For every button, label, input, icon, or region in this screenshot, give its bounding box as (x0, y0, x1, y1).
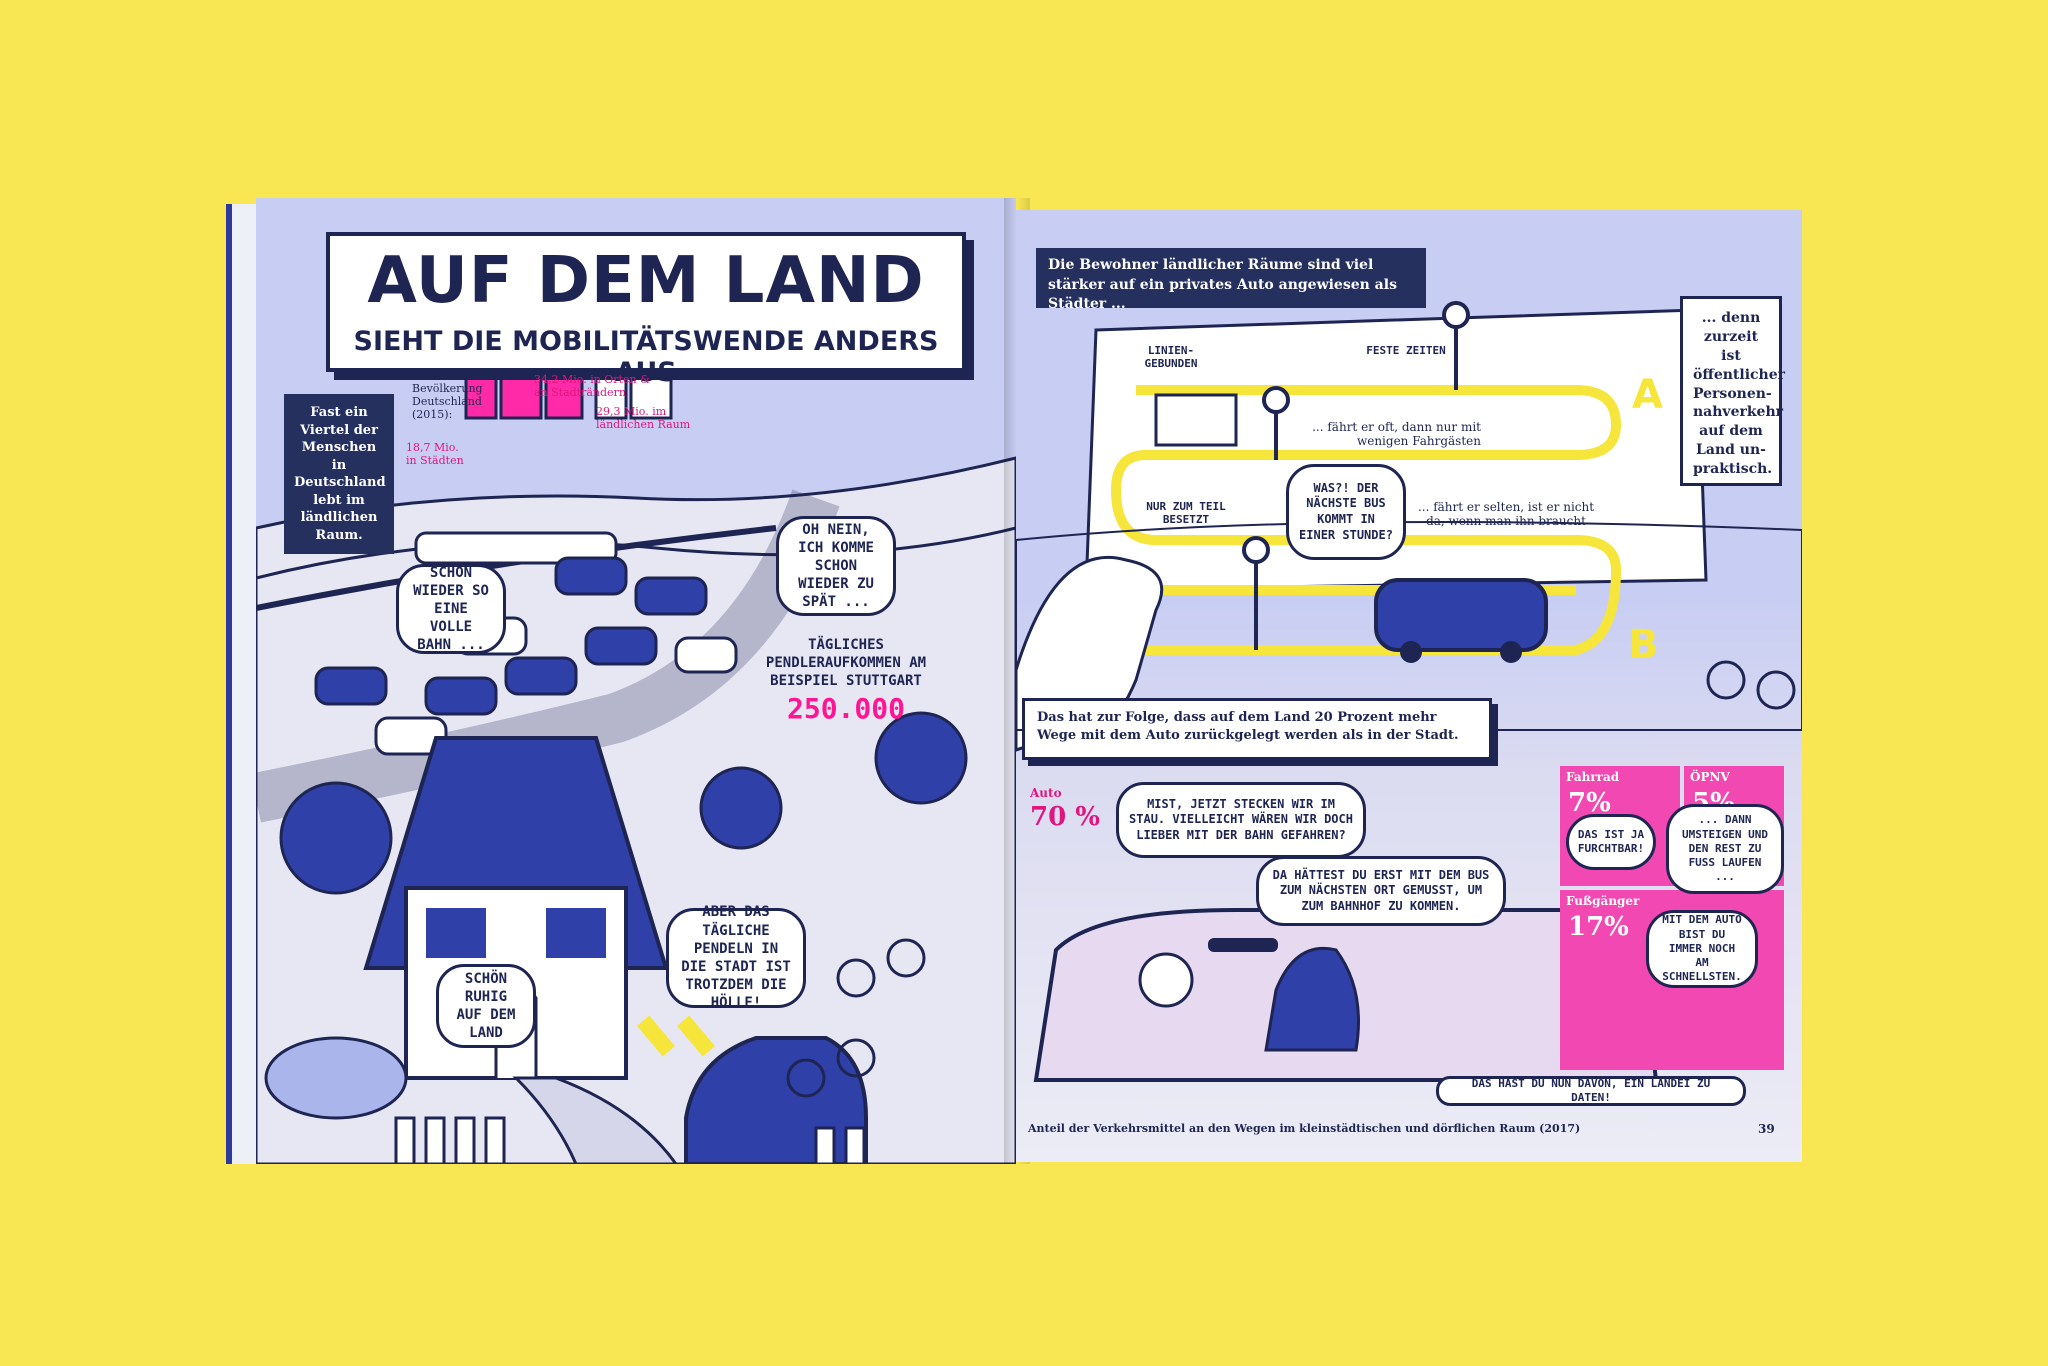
population-heading: Bevölkerung Deutschland (2015): (412, 382, 483, 422)
bubble-traffic-jam: MIST, JETZT STECKEN WIR IM STAU. VIELLEI… (1116, 782, 1366, 858)
driver-man (1138, 952, 1194, 1008)
bubble-commute-hell: ABER DAS TÄGLICHE PENDELN IN DIE STADT I… (666, 904, 806, 1011)
side-note-box: ... denn zurzeit ist öffentlicher Person… (1680, 296, 1785, 486)
bubble-furchtbar: DAS IST JA FURCHTBAR! (1566, 814, 1656, 870)
label-besetzt: NUR ZUM TEIL BESETZT (1146, 500, 1226, 526)
title-box: AUF DEM LAND SIEHT DIE MOBILITÄTSWENDE A… (326, 232, 966, 388)
intro-box: Die Bewohner ländlicher Räume sind viel … (1036, 248, 1426, 312)
bus (1374, 578, 1548, 652)
page-edges (226, 204, 260, 1164)
page-title: AUF DEM LAND (367, 244, 925, 318)
fahrrad-label: Fahrrad (1566, 770, 1620, 784)
fussgaenger-label: Fußgänger (1566, 894, 1640, 908)
note-often: ... fährt er oft, dann nur mit wenigen F… (1312, 420, 1481, 448)
point-a: A (1632, 372, 1663, 418)
magazine-spread: AUF DEM LAND SIEHT DIE MOBILITÄTSWENDE A… (196, 198, 1832, 1168)
label-feste: FESTE ZEITEN (1366, 344, 1446, 357)
bubble-full-train: SCHON WIEDER SO EINE VOLLE BAHN ... (396, 564, 506, 654)
right-page: Die Bewohner ländlicher Räume sind viel … (1016, 210, 1802, 1162)
consequence-box: Das hat zur Folge, dass auf dem Land 20 … (1022, 698, 1492, 760)
bubble-late: OH NEIN, ICH KOMME SCHON WIEDER ZU SPÄT … (776, 516, 896, 616)
auto-value: 70 % (1030, 802, 1100, 832)
train (414, 531, 618, 565)
transit-illustration (1016, 301, 1802, 1082)
label-linien: LINIEN-GEBUNDEN (1144, 344, 1198, 370)
note-rare: ... fährt er selten, ist er nicht da, we… (1417, 500, 1595, 528)
auto-label: Auto (1030, 786, 1062, 800)
oepnv-label: ÖPNV (1690, 770, 1730, 784)
population-rural-label: 29,3 Mio. im ländlichen Raum (596, 405, 691, 431)
commuter-value: 250.000 (786, 692, 905, 725)
page-subtitle: SIEHT DIE MOBILITÄTSWENDE ANDERS AUS (353, 326, 939, 388)
quarter-fact-box: Fast ein Viertel der Menschen in Deutsch… (284, 394, 394, 554)
bubble-bus-first: DA HÄTTEST DU ERST MIT DEM BUS ZUM NÄCHS… (1256, 856, 1506, 926)
bubble-next-bus: WAS?! DER NÄCHSTE BUS KOMMT IN EINER STU… (1286, 464, 1406, 560)
left-page: AUF DEM LAND SIEHT DIE MOBILITÄTSWENDE A… (256, 198, 1016, 1164)
chart-caption: Anteil der Verkehrsmittel an den Wegen i… (1028, 1122, 1581, 1135)
bubble-umsteigen: ... DANN UMSTEIGEN UND DEN REST ZU FUSS … (1666, 804, 1784, 894)
passenger-woman (1264, 946, 1360, 1052)
population-cities-label: 18,7 Mio. in Städten (406, 441, 464, 467)
population-towns-label: 34,2 Mio. in Orten & an Stadträndern (534, 373, 650, 399)
point-b: B (1628, 622, 1659, 668)
fussgaenger-value: 17% (1568, 912, 1629, 942)
commuter-label: TÄGLICHES PENDLERAUFKOMMEN AM BEISPIEL S… (765, 637, 927, 690)
page-number: 39 (1758, 1122, 1775, 1136)
bubble-landei: DAS HAST DU NUN DAVON, EIN LANDEI ZU DAT… (1436, 1076, 1746, 1106)
fahrrad-value: 7% (1568, 788, 1611, 818)
bubble-car-fastest: MIT DEM AUTO BIST DU IMMER NOCH AM SCHNE… (1646, 910, 1758, 988)
bubble-quiet-country: SCHÖN RUHIG AUF DEM LAND (436, 964, 536, 1048)
